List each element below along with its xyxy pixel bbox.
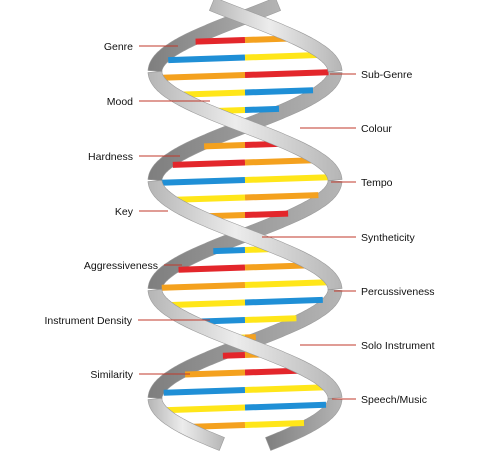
base-pair-right-half xyxy=(244,210,289,218)
strand-a-front-segment xyxy=(147,180,343,290)
label-mood: Mood xyxy=(107,96,133,108)
base-pair-left-half xyxy=(222,352,246,359)
base-pair-left-half xyxy=(213,247,246,255)
base-pair-right-half xyxy=(244,279,329,288)
label-speech-music: Speech/Music xyxy=(361,394,427,406)
base-pair-right-half xyxy=(244,315,297,323)
label-similarity: Similarity xyxy=(90,369,133,381)
base-pair-right-half xyxy=(244,51,322,61)
base-pair-left-half xyxy=(171,194,246,203)
base-pair-left-half xyxy=(184,369,246,378)
base-pair-left-half xyxy=(161,72,246,81)
label-tempo: Tempo xyxy=(361,177,393,189)
base-pair-right-half xyxy=(244,174,330,183)
strand-b-front-segment xyxy=(147,289,343,399)
label-instrument-density: Instrument Density xyxy=(44,315,132,327)
base-pair-right-half xyxy=(244,192,319,201)
strand-a-front-segment xyxy=(147,398,225,451)
base-pair-right-half xyxy=(244,401,327,411)
label-key: Key xyxy=(115,206,134,218)
label-hardness: Hardness xyxy=(88,151,133,163)
base-pair-right-half xyxy=(244,69,329,78)
base-pair-left-half xyxy=(163,404,246,414)
base-pair-left-half xyxy=(163,387,246,396)
base-pair-right-half xyxy=(244,296,323,306)
base-pair-right-half xyxy=(244,105,280,113)
label-sub-genre: Sub-Genre xyxy=(361,69,413,81)
base-pair-left-half xyxy=(168,54,246,64)
dna-front-strand xyxy=(147,0,343,451)
base-pair-left-half xyxy=(178,264,246,273)
base-pair-left-half xyxy=(172,159,246,168)
base-pair-left-half xyxy=(161,282,246,291)
feature-labels: Genre Mood Hardness Key Aggressiveness I… xyxy=(44,41,434,406)
label-colour: Colour xyxy=(361,123,392,135)
label-solo-instrument: Solo Instrument xyxy=(361,340,435,352)
base-pair-left-half xyxy=(195,37,246,45)
strand-a-front-segment xyxy=(209,0,343,72)
base-pair-left-half xyxy=(167,299,246,309)
base-pair-left-half xyxy=(160,177,246,186)
base-pair-right-half xyxy=(244,87,314,96)
base-pair-right-half xyxy=(244,384,327,393)
label-syntheticity: Syntheticity xyxy=(361,232,415,244)
base-pair-right-half xyxy=(244,420,305,428)
dna-back-strand xyxy=(147,0,343,451)
label-percussiveness: Percussiveness xyxy=(361,286,435,298)
base-pair-left-half xyxy=(203,142,246,150)
base-pair-right-half xyxy=(244,157,318,166)
label-aggressiveness: Aggressiveness xyxy=(84,260,158,272)
label-genre: Genre xyxy=(104,41,133,53)
